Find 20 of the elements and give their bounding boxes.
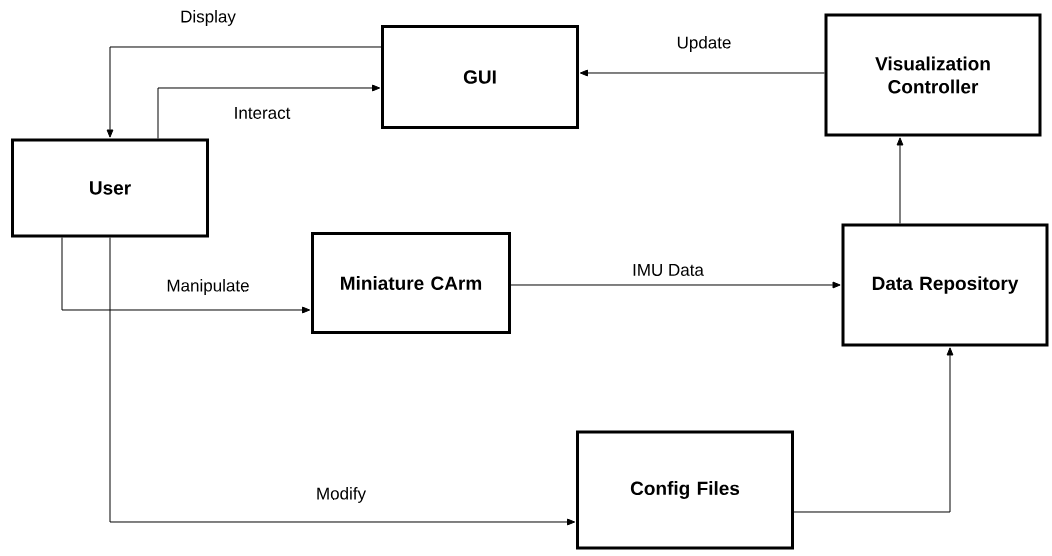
process-box: Visualization Controller xyxy=(824,13,1042,137)
arrow xyxy=(157,84,381,139)
arrow xyxy=(793,347,954,513)
arrow xyxy=(106,46,382,138)
edge-label: IMU Data xyxy=(631,263,705,277)
process-box: Data Repository xyxy=(841,223,1049,347)
edge-label: Interact xyxy=(232,106,292,120)
arrow xyxy=(579,69,825,77)
arrow xyxy=(109,237,576,526)
process-box: Config Files xyxy=(576,430,794,550)
arrow xyxy=(510,281,841,289)
edge-label: Manipulate xyxy=(165,278,251,296)
arrow xyxy=(61,237,311,314)
process-box: GUI xyxy=(381,25,579,129)
process-box: Miniature CArm xyxy=(311,232,511,334)
edge-label: Update xyxy=(675,35,733,53)
edge-label: Modify xyxy=(314,486,368,504)
arrow xyxy=(896,137,904,224)
edge-label: Display xyxy=(179,9,237,27)
process-box: User xyxy=(11,138,209,238)
